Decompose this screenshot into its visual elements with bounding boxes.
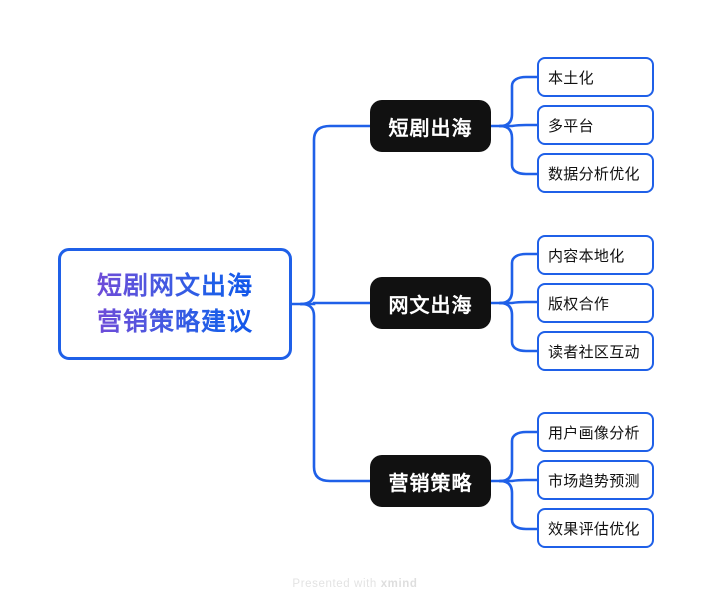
leaf-node-0-1[interactable]: 多平台 [537, 105, 654, 145]
root-node[interactable]: 短剧网文出海 营销策略建议 [58, 248, 292, 360]
leaf-node-1-0[interactable]: 内容本地化 [537, 235, 654, 275]
leaf-node-1-1-label: 版权合作 [548, 295, 610, 313]
branch-node-0[interactable]: 短剧出海 [370, 100, 491, 152]
leaf-node-0-2[interactable]: 数据分析优化 [537, 153, 654, 193]
connector-branch-1-to-leaf-0 [498, 252, 539, 305]
leaf-node-0-2-label: 数据分析优化 [548, 165, 640, 183]
leaf-node-1-2[interactable]: 读者社区互动 [537, 331, 654, 371]
branch-node-1-label: 网文出海 [388, 294, 473, 317]
leaf-node-1-2-label: 读者社区互动 [548, 343, 640, 361]
connector-root-to-branch-1 [299, 301, 372, 306]
branch-node-0-label: 短剧出海 [388, 117, 473, 140]
connector-branch-1-to-leaf-1 [498, 300, 539, 305]
branch-node-2-label: 营销策略 [388, 472, 473, 495]
leaf-node-2-1[interactable]: 市场趋势预测 [537, 460, 654, 500]
leaf-node-2-2-label: 效果评估优化 [548, 520, 640, 538]
connector-branch-0-to-leaf-2 [498, 124, 539, 176]
connector-branch-2-to-leaf-0 [498, 430, 539, 483]
leaf-node-2-2[interactable]: 效果评估优化 [537, 508, 654, 548]
leaf-node-2-1-label: 市场趋势预测 [548, 472, 640, 490]
leaf-node-1-1[interactable]: 版权合作 [537, 283, 654, 323]
connector-branch-2-to-leaf-1 [498, 478, 539, 483]
leaf-node-2-0[interactable]: 用户画像分析 [537, 412, 654, 452]
connector-branch-0-to-leaf-1 [498, 123, 539, 128]
xmind-watermark: Presented with xmind [0, 578, 710, 590]
connector-root-to-branch-0 [299, 124, 372, 306]
branch-node-2[interactable]: 营销策略 [370, 455, 491, 507]
connector-branch-2-to-leaf-2 [498, 479, 539, 531]
connector-root-to-branch-2 [299, 302, 372, 483]
leaf-node-0-1-label: 多平台 [548, 117, 594, 135]
root-title-line-2: 营销策略建议 [97, 304, 253, 340]
watermark-prefix: Presented with [292, 578, 381, 590]
leaf-node-0-0-label: 本土化 [548, 69, 594, 87]
connector-branch-0-to-leaf-0 [498, 75, 539, 128]
watermark-brand: xmind [380, 578, 418, 590]
root-title-line-1: 短剧网文出海 [97, 268, 253, 304]
leaf-node-0-0[interactable]: 本土化 [537, 57, 654, 97]
leaf-node-1-0-label: 内容本地化 [548, 247, 625, 265]
leaf-node-2-0-label: 用户画像分析 [548, 424, 640, 442]
branch-node-1[interactable]: 网文出海 [370, 277, 491, 329]
connector-branch-1-to-leaf-2 [498, 301, 539, 353]
